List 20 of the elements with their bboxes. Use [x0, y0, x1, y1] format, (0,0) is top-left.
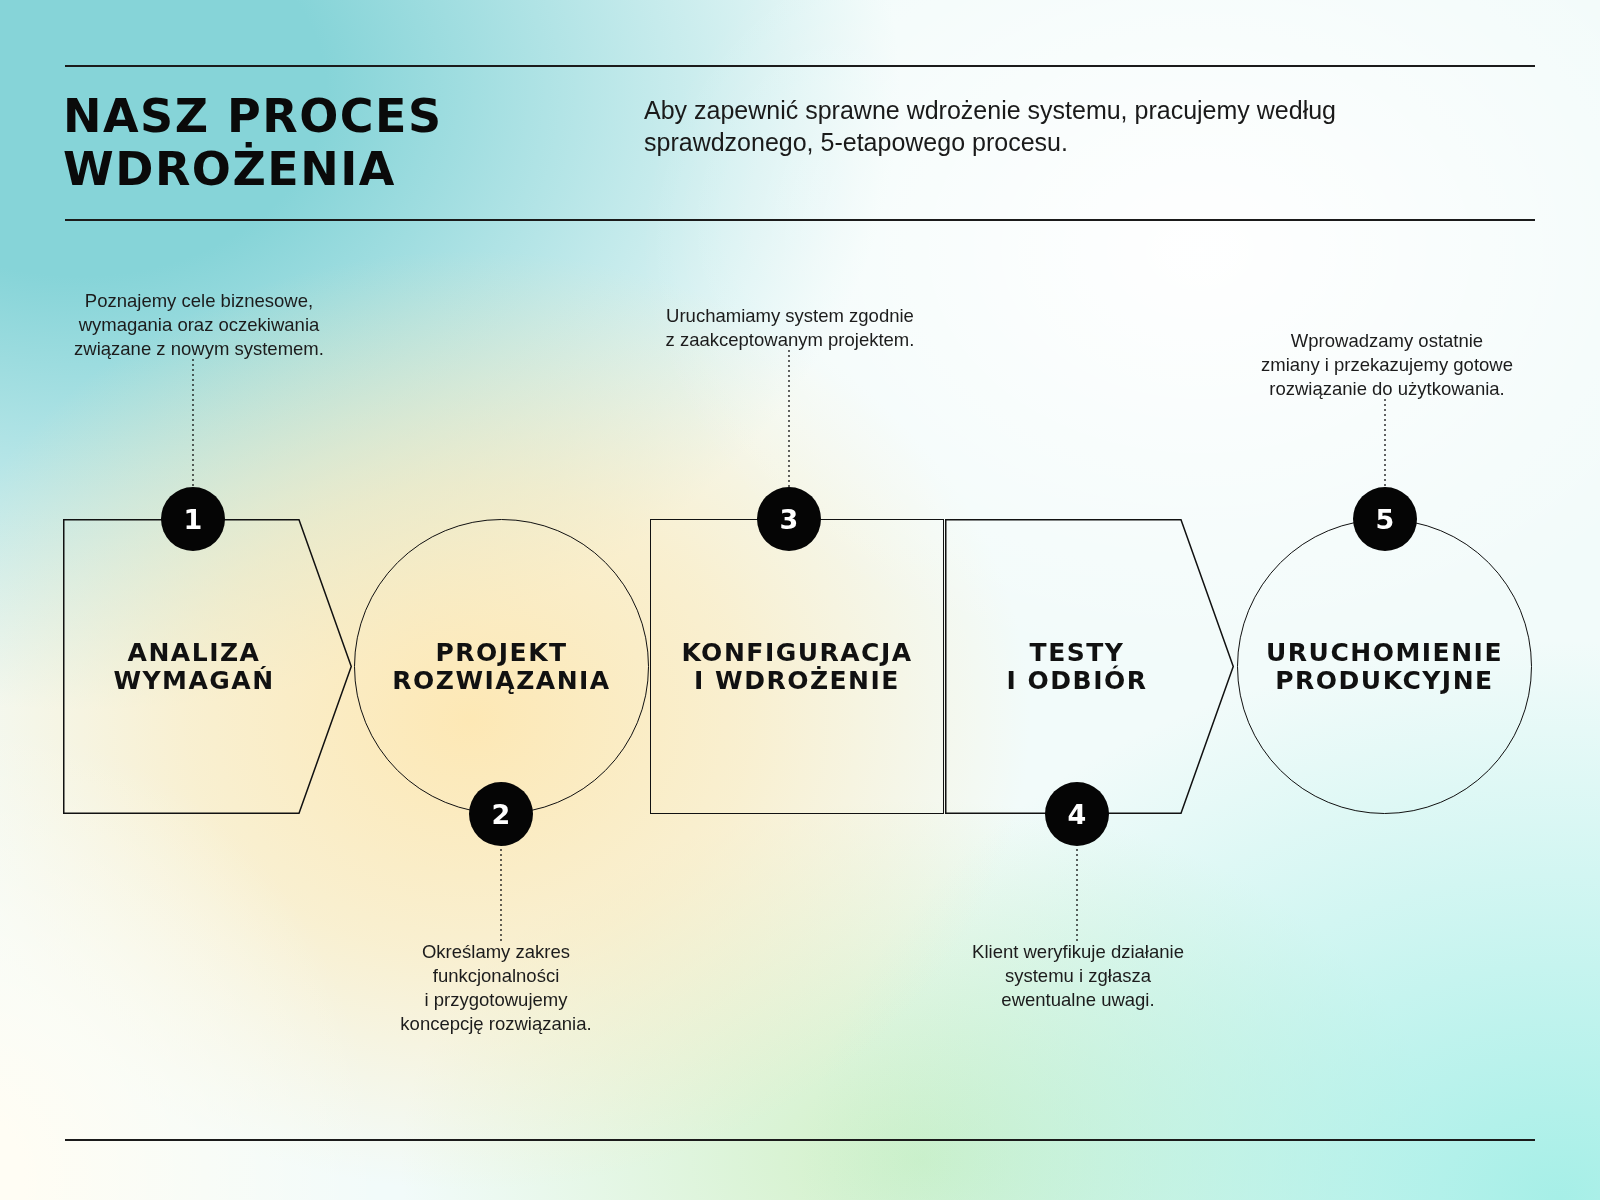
step-title: URUCHOMIENIE PRODUKCYJNE [1266, 637, 1503, 695]
step-title: KONFIGURACJA I WDROŻENIE [681, 637, 913, 695]
step-title: TESTY I ODBIÓR [1006, 637, 1148, 695]
step-description: Klient weryfikuje działanie systemu i zgłasza ewentualne uwagi. [972, 941, 1184, 1010]
step-description: Poznajemy cele biznesowe, wymagania oraz oczekiwania związane z nowym systemem. [74, 290, 324, 359]
step-description: Wprowadzamy ostatnie zmiany i przekazujemy gotowe rozwiązanie do użytkowania. [1261, 330, 1513, 399]
step-title: ANALIZA WYMAGAŃ [113, 637, 275, 695]
step-title: PROJEKT ROZWIĄZANIA [392, 637, 611, 695]
step-description: Określamy zakres funkcjonalności i przygotowujemy koncepcję rozwiązania. [400, 941, 592, 1034]
step-number: 4 [1045, 782, 1109, 846]
leader-line [1384, 398, 1386, 488]
step-number: 2 [469, 782, 533, 846]
step-number: 1 [161, 487, 225, 551]
intro-text: Aby zapewnić sprawne wdrożenie systemu, pracujemy według sprawdzonego, 5-etapowego procesu. [644, 96, 1336, 156]
leader-line [788, 349, 790, 488]
title: NASZ PROCES WDROŻENIA [63, 89, 443, 196]
step-description: Uruchamiamy system zgodnie z zaakceptowanym projektem. [665, 305, 915, 350]
step-number: 5 [1353, 487, 1417, 551]
step-number: 3 [757, 487, 821, 551]
leader-line [192, 358, 194, 488]
